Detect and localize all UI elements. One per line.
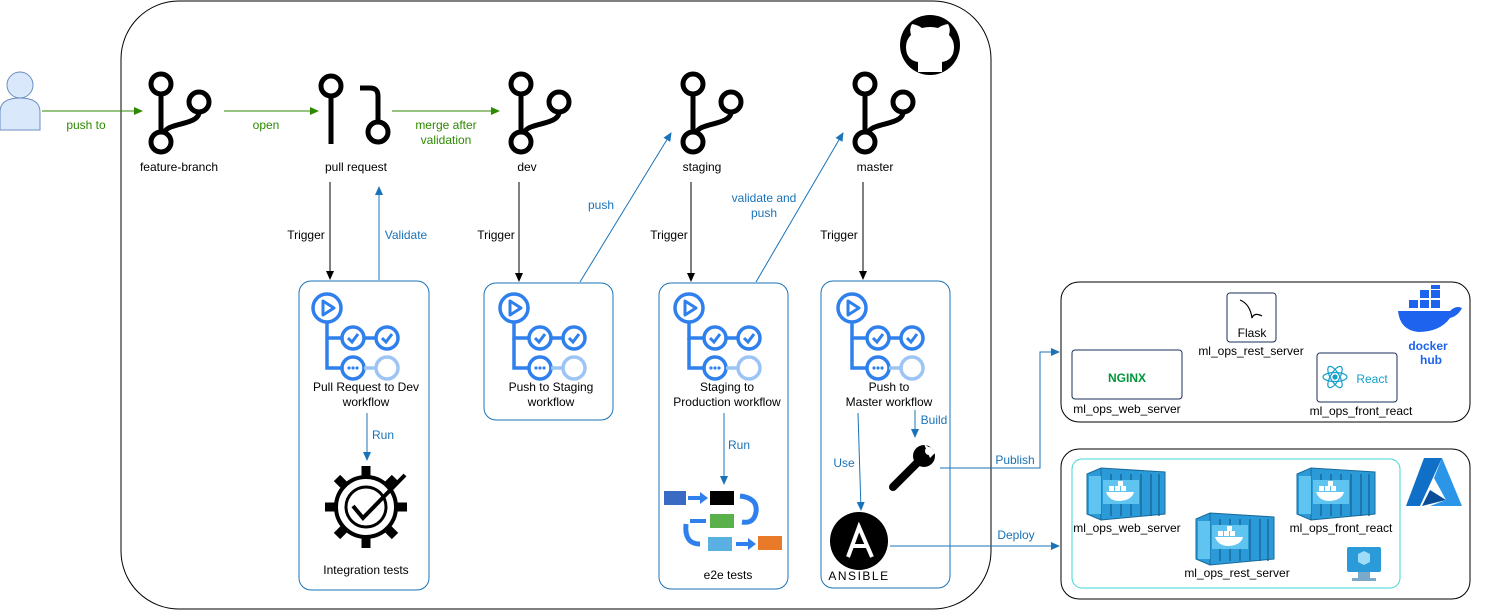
dh-front-react-label: ml_ops_front_react (1310, 404, 1413, 418)
trigger-label-dev: Trigger (477, 228, 515, 242)
github-icon (900, 15, 960, 75)
e2e-tests-label: e2e tests (704, 568, 753, 582)
container-icon-react (1296, 467, 1376, 521)
validate-push-label-2: push (751, 206, 777, 220)
run-label-e2e: Run (728, 438, 750, 452)
container-icon-rest (1195, 512, 1275, 566)
pr-to-dev-label-1: Pull Request to Dev (313, 380, 419, 394)
master-branch-icon (855, 74, 913, 152)
react-icon (1322, 365, 1348, 389)
integration-tests-gear-icon (325, 466, 407, 548)
flask-horn-icon (1239, 299, 1263, 319)
github-frame (120, 0, 992, 610)
trigger-label-pr: Trigger (287, 228, 325, 242)
vm-monitor-icon (1347, 547, 1381, 581)
deploy-label: Deploy (997, 528, 1034, 542)
push-master-label-1: Push to (869, 380, 910, 394)
staging-prod-label-2: Production workflow (673, 395, 781, 409)
merge-label-1: merge after (415, 118, 476, 132)
pull-request-label: pull request (325, 160, 388, 174)
push-master-label-2: Master workflow (846, 395, 933, 409)
user-icon (0, 71, 41, 131)
publish-label: Publish (995, 453, 1034, 467)
open-label: open (253, 118, 280, 132)
push-staging-label-2: workflow (527, 395, 575, 409)
push-staging-label-1: Push to Staging (509, 380, 594, 394)
e2e-tests-icon (664, 491, 782, 551)
docker-whale-icon (1398, 285, 1462, 332)
pr-to-dev-label-2: workflow (342, 395, 390, 409)
push-to-label: push to (66, 118, 106, 132)
use-label: Use (833, 456, 855, 470)
react-logo-box (1316, 352, 1398, 403)
flask-logo: Flask (1238, 326, 1268, 340)
nginx-logo: NGINX (1108, 371, 1146, 385)
dh-rest-server-label: ml_ops_rest_server (1198, 344, 1303, 358)
merge-label-2: validation (421, 133, 472, 147)
staging-branch-icon (683, 74, 741, 152)
use-edge (856, 412, 865, 511)
dh-web-server-label: ml_ops_web_server (1073, 402, 1180, 416)
pull-request-icon (318, 73, 391, 145)
staging-prod-label-1: Staging to (700, 380, 754, 394)
ansible-logo-text: ANSIBLE (828, 569, 889, 583)
integration-tests-label: Integration tests (323, 563, 408, 577)
dev-label: dev (517, 160, 536, 174)
feature-branch-icon (151, 74, 209, 152)
az-rest-server-label: ml_ops_rest_server (1184, 566, 1289, 580)
trigger-label-master: Trigger (820, 228, 858, 242)
validate-push-label-1: validate and (732, 191, 797, 205)
push-label: push (588, 198, 614, 212)
az-front-react-label: ml_ops_front_react (1290, 521, 1393, 535)
run-label-integration: Run (372, 428, 394, 442)
wrench-icon (889, 444, 936, 491)
azure-logo-icon (1406, 458, 1462, 506)
master-label: master (857, 160, 894, 174)
trigger-label-staging: Trigger (650, 228, 688, 242)
build-label: Build (921, 413, 948, 427)
validate-label: Validate (385, 228, 428, 242)
react-logo: React (1356, 372, 1388, 386)
push-edge (579, 132, 672, 283)
docker-logo-text: docker (1408, 339, 1448, 353)
feature-branch-label: feature-branch (140, 160, 218, 174)
docker-hub-text: hub (1420, 353, 1442, 367)
validate-push-edge (755, 132, 844, 283)
dev-branch-icon (511, 74, 569, 152)
nginx-logo-box (1071, 349, 1183, 400)
staging-label: staging (683, 160, 722, 174)
az-web-server-label: ml_ops_web_server (1073, 521, 1180, 535)
push-staging-workflow-box (483, 282, 614, 421)
ansible-icon (830, 512, 888, 570)
container-icon-web (1086, 467, 1166, 521)
publish-edge (940, 348, 1060, 469)
